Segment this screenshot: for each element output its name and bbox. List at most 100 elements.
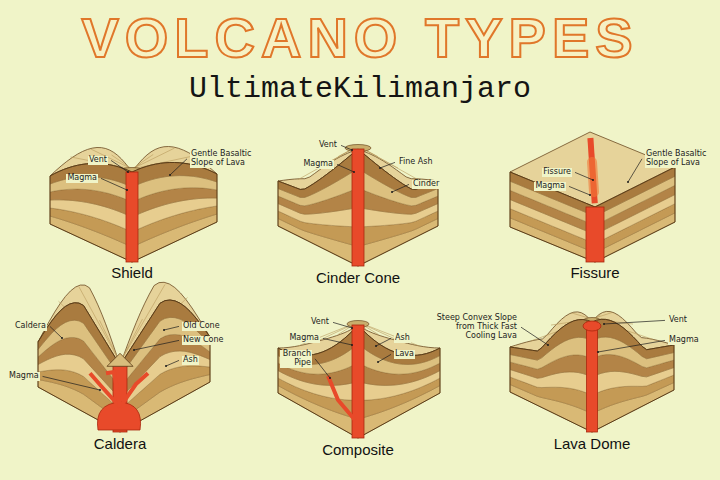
magma-conduit <box>587 322 598 432</box>
callout-label: Branch Pipe <box>280 350 312 368</box>
leader-dot <box>126 189 128 191</box>
leader-dot <box>353 171 355 173</box>
lava-flow <box>592 162 594 192</box>
leader-line <box>575 172 593 180</box>
dome-magma <box>583 321 601 331</box>
leader-lines <box>43 145 665 391</box>
callout-label: Fissure <box>542 168 572 177</box>
subtitle: UltimateKilimanjaro <box>189 74 531 104</box>
block-face <box>595 167 675 262</box>
callout-label: Magma <box>8 372 40 381</box>
callout-label: Magma <box>302 160 334 169</box>
callout-label: Magma <box>288 334 320 343</box>
block-face <box>510 172 595 262</box>
leader-dot <box>379 167 381 169</box>
leader-dot <box>627 181 629 183</box>
leader-line <box>341 145 352 150</box>
volcano-name: Cinder Cone <box>316 270 400 287</box>
rock-layer <box>358 325 440 364</box>
callout-label: Caldera <box>14 322 47 331</box>
leader-line <box>604 320 665 324</box>
leader-dot <box>351 149 353 151</box>
leader-line <box>111 160 128 172</box>
volcano-name: Fissure <box>570 265 619 282</box>
magma-conduit <box>352 149 364 266</box>
callout-label: Magma <box>534 182 566 191</box>
leader-line <box>392 184 409 192</box>
leader-line <box>628 159 642 182</box>
leader-dot <box>377 361 379 363</box>
leader-line <box>166 360 179 366</box>
leader-dot <box>351 327 353 329</box>
leader-line <box>323 338 352 345</box>
callout-label: New Cone <box>182 336 224 345</box>
magma-conduit <box>586 207 604 262</box>
leader-line <box>164 326 179 330</box>
leader-dot <box>351 344 353 346</box>
magma-conduit <box>352 325 364 438</box>
magma-branch <box>120 373 148 407</box>
rock-layer <box>278 149 358 197</box>
callout-label: Steep Convex Slope from Thick Fast Cooli… <box>434 314 518 340</box>
leader-dot <box>169 174 171 176</box>
leader-dot <box>592 179 594 181</box>
leader-line <box>50 326 62 338</box>
composite-volcano <box>278 321 440 439</box>
leader-line <box>170 159 187 175</box>
leader-line <box>380 162 395 168</box>
callout-label: Vent <box>318 141 338 150</box>
block-face <box>278 325 358 438</box>
leader-dot <box>597 351 599 353</box>
new-cone <box>107 353 133 366</box>
block-face <box>510 320 592 432</box>
block-face <box>592 319 674 432</box>
leader-dot <box>391 191 393 193</box>
leader-line <box>521 327 548 345</box>
leader-dot <box>163 329 165 331</box>
rock-layer <box>510 172 595 216</box>
leader-dot <box>375 345 377 347</box>
leader-dot <box>547 344 549 346</box>
callout-label: Gentle Basaltic Slope of Lava <box>190 150 258 168</box>
leader-line <box>569 186 590 195</box>
leader-dot <box>99 389 101 391</box>
callout-label: Cinder <box>412 180 440 189</box>
leader-line <box>337 164 354 172</box>
callout-label: Vent <box>668 316 688 325</box>
volcano-name: Caldera <box>94 436 147 453</box>
leader-line <box>315 359 330 378</box>
leader-line <box>598 340 665 352</box>
rock-layer <box>595 167 675 216</box>
callout-label: Ash <box>182 356 199 365</box>
title: VOLCANO TYPES <box>81 10 638 66</box>
callout-label: Vent <box>310 318 330 327</box>
leader-dot <box>603 323 605 325</box>
volcano-name: Composite <box>322 442 394 459</box>
block-face <box>278 149 358 266</box>
leader-line <box>333 322 352 328</box>
rock-layer <box>358 149 438 197</box>
block-face <box>50 163 132 262</box>
branch-pipe <box>328 376 355 420</box>
fissure-crack <box>590 138 594 203</box>
callout-label: Gentle Basaltic Slope of Lava <box>645 150 715 168</box>
callout-label: Fine Ash <box>398 158 434 167</box>
rock-layer <box>510 320 592 361</box>
magma-conduit <box>126 172 138 262</box>
leader-dot <box>127 171 129 173</box>
leader-dot <box>589 194 591 196</box>
callout-label: Magma <box>668 336 700 345</box>
leader-line <box>378 354 391 362</box>
magma-branch <box>106 372 120 407</box>
caldera-volcano <box>38 282 210 432</box>
callout-label: Magma <box>66 174 98 183</box>
callout-label: Old Cone <box>182 322 221 331</box>
leader-line <box>101 178 127 190</box>
dome-volcano <box>510 311 674 432</box>
leader-line <box>134 340 179 350</box>
leader-dot <box>329 377 331 379</box>
leader-dot <box>133 349 135 351</box>
leader-line <box>376 338 391 346</box>
